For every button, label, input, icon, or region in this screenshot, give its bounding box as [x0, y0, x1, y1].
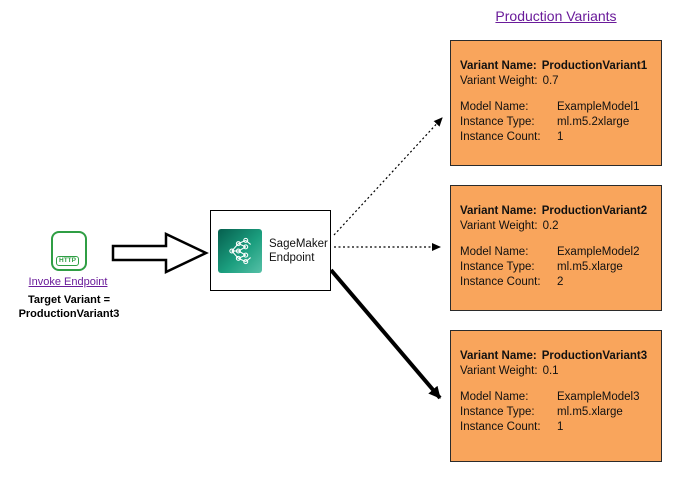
variant2-name-label: Variant Name: [460, 205, 537, 217]
target-variant-note: Target Variant = ProductionVariant3 [0, 293, 138, 321]
variant2-instance-type-label: Instance Type: [460, 261, 535, 273]
variant2-weight: 0.2 [542, 220, 559, 232]
variant3-instance-type-label: Instance Type: [460, 406, 535, 418]
variant1-weight: 0.7 [542, 75, 559, 87]
variant3-instance-type-value: ml.m5.xlarge [557, 406, 623, 418]
endpoint-label-line1: SageMaker [269, 237, 328, 250]
variant3-instance-count-label: Instance Count: [460, 421, 541, 433]
variant2-instance-count-row: Instance Count: 2 [460, 275, 652, 290]
variant1-name-line: Variant Name: ProductionVariant1 [460, 59, 652, 74]
page-title: Production Variants [495, 8, 617, 24]
variant3-instance-type-row: Instance Type: ml.m5.xlarge [460, 405, 652, 420]
variant3-name: ProductionVariant3 [541, 350, 648, 362]
endpoint-label-line2: Endpoint [269, 251, 315, 264]
variant2-model-row: Model Name: ExampleModel2 [460, 245, 652, 260]
variant2-name-line: Variant Name: ProductionVariant2 [460, 204, 652, 219]
variant3-name-label: Variant Name: [460, 350, 537, 362]
http-endpoint-icon: HTTP [51, 231, 87, 271]
variant1-instance-type-value: ml.m5.2xlarge [557, 116, 630, 128]
variant1-name-label: Variant Name: [460, 60, 537, 72]
variant2-weight-line: Variant Weight: 0.2 [460, 219, 652, 234]
variant3-instance-count-value: 1 [557, 421, 564, 433]
variant2-instance-type-row: Instance Type: ml.m5.xlarge [460, 260, 652, 275]
variant2-name: ProductionVariant2 [541, 205, 648, 217]
variant1-instance-count-value: 1 [557, 131, 564, 143]
variant3-weight-label: Variant Weight: [460, 365, 538, 377]
variant-box-1: Variant Name: ProductionVariant1 Variant … [450, 40, 662, 166]
variant3-name-line: Variant Name: ProductionVariant3 [460, 349, 652, 364]
variant2-model-value: ExampleModel2 [557, 246, 640, 258]
invoke-block-arrow [111, 232, 209, 274]
variant1-instance-type-row: Instance Type: ml.m5.2xlarge [460, 115, 652, 130]
variant1-instance-count-label: Instance Count: [460, 131, 541, 143]
variant3-weight-line: Variant Weight: 0.1 [460, 364, 652, 379]
variant-box-3: Variant Name: ProductionVariant3 Variant … [450, 330, 662, 462]
arrow-to-variant3 [329, 268, 442, 400]
sagemaker-glyph [229, 237, 251, 264]
sagemaker-endpoint-box: SageMaker Endpoint [210, 210, 331, 291]
variant2-instance-count-value: 2 [557, 276, 564, 288]
invoke-endpoint-link: Invoke Endpoint [28, 276, 108, 288]
variant2-instance-type-value: ml.m5.xlarge [557, 261, 623, 273]
variant1-model-label: Model Name: [460, 101, 529, 113]
variant2-instance-count-label: Instance Count: [460, 276, 541, 288]
variant1-instance-count-row: Instance Count: 1 [460, 130, 652, 145]
target-variant-line1: Target Variant = [27, 294, 111, 306]
variant1-model-row: Model Name: ExampleModel1 [460, 100, 652, 115]
variant1-model-value: ExampleModel1 [557, 101, 640, 113]
variant2-model-label: Model Name: [460, 246, 529, 258]
http-badge: HTTP [56, 256, 79, 266]
target-variant-line2: ProductionVariant3 [18, 308, 120, 320]
endpoint-label: SageMaker Endpoint [269, 237, 328, 265]
variant2-weight-label: Variant Weight: [460, 220, 538, 232]
variant1-weight-line: Variant Weight: 0.7 [460, 74, 652, 89]
variant-box-2: Variant Name: ProductionVariant2 Variant … [450, 185, 662, 311]
variant3-instance-count-row: Instance Count: 1 [460, 420, 652, 435]
variant1-instance-type-label: Instance Type: [460, 116, 535, 128]
variant3-model-label: Model Name: [460, 391, 529, 403]
variant1-weight-label: Variant Weight: [460, 75, 538, 87]
variant3-model-row: Model Name: ExampleModel3 [460, 390, 652, 405]
arrow-to-variant1 [333, 117, 443, 236]
sagemaker-icon [218, 228, 262, 273]
variant3-weight: 0.1 [542, 365, 559, 377]
variant1-name: ProductionVariant1 [541, 60, 648, 72]
variant3-model-value: ExampleModel3 [557, 391, 640, 403]
